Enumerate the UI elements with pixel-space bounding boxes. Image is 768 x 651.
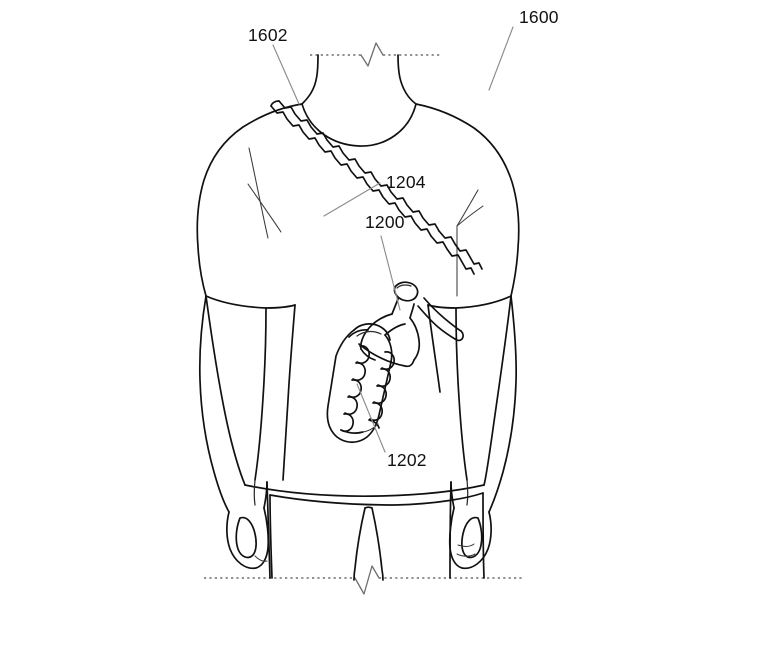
- holder-scallop-left: [340, 345, 370, 434]
- leader-lines: [272, 26, 514, 453]
- left-arm: [198, 295, 271, 579]
- neck-and-shoulders: [301, 54, 417, 105]
- bottle: [358, 281, 421, 368]
- holder-scallop-right: [368, 351, 395, 429]
- ref-label-1204: 1204: [386, 172, 426, 192]
- sleeve-crease-left: [247, 147, 282, 239]
- leader-1600: [488, 26, 514, 91]
- leader-1200: [380, 235, 401, 311]
- leader-1202: [356, 383, 386, 453]
- leader-1602: [272, 44, 300, 105]
- sleeve-crease-right: [456, 189, 484, 297]
- strap-holder-attachment: [417, 297, 464, 342]
- shorts: [269, 492, 485, 581]
- ref-label-1602: 1602: [248, 25, 288, 45]
- thigh-break-line: [204, 565, 523, 595]
- ref-label-1200: 1200: [365, 212, 405, 232]
- right-arm: [448, 295, 518, 579]
- ref-label-1600: 1600: [519, 7, 559, 27]
- bottle-holder: [326, 323, 406, 444]
- shoulder-strap-lower-right: [430, 230, 483, 275]
- shoulder-strap: [270, 100, 440, 237]
- neck-break-line: [310, 42, 440, 67]
- leader-1204: [323, 182, 381, 217]
- ref-label-1202: 1202: [387, 450, 427, 470]
